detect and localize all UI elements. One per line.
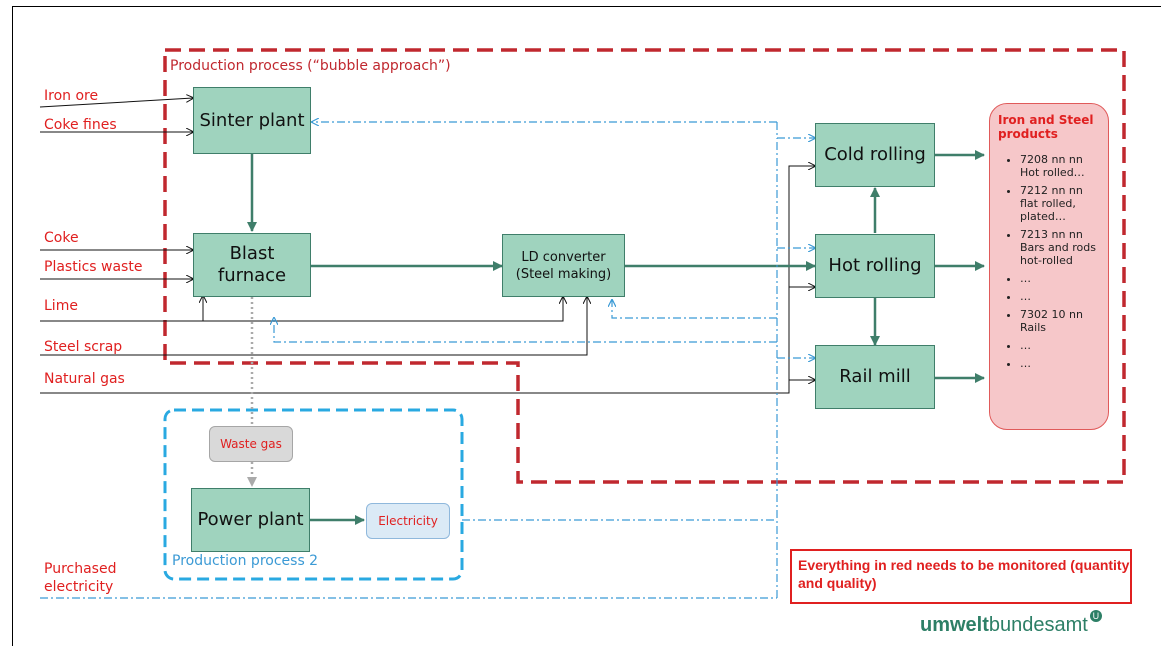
bubble-boundary: [163, 48, 1126, 484]
sinter-plant-box: Sinter plant: [193, 87, 311, 154]
hot-rolling-box: Hot rolling: [815, 234, 935, 298]
input-purchased-electricity: Purchased electricity: [44, 561, 117, 595]
waste-gas-node: Waste gas: [209, 426, 293, 462]
production-process-2-title: Production process 2: [172, 553, 319, 569]
process-2-boundary: [163, 408, 464, 581]
product-item: …: [1020, 290, 1100, 303]
product-item: 7212 nn nn flat rolled, plated…: [1020, 184, 1100, 223]
monitoring-notice: Everything in red needs to be monitored …: [790, 549, 1132, 604]
ld-converter-box: LD converter (Steel making): [502, 234, 625, 297]
cold-rolling-box: Cold rolling: [815, 123, 935, 187]
input-iron-ore: Iron ore: [44, 88, 99, 104]
blast-furnace-box: Blast furnace: [193, 233, 311, 297]
production-process-title: Production process (“bubble approach”): [170, 58, 451, 74]
input-lime: Lime: [44, 298, 78, 314]
power-plant-box: Power plant: [191, 488, 310, 552]
product-item: …: [1020, 272, 1100, 285]
products-panel: Iron and Steel products 7208 nn nn Hot r…: [989, 103, 1109, 430]
umweltbundesamt-logo: umweltbundesamt U: [920, 610, 1102, 637]
product-item: 7302 10 nn Rails: [1020, 308, 1100, 334]
logo-regular: bundesamt: [988, 614, 1088, 636]
logo-mark-icon: U: [1089, 610, 1102, 622]
product-item: 7208 nn nn Hot rolled…: [1020, 153, 1100, 179]
input-plastics-waste: Plastics waste: [44, 259, 143, 275]
product-item: 7213 nn nn Bars and rods hot-rolled: [1020, 228, 1100, 267]
product-item: …: [1020, 339, 1100, 352]
input-natural-gas: Natural gas: [44, 371, 125, 387]
input-steel-scrap: Steel scrap: [44, 339, 123, 355]
products-list: 7208 nn nn Hot rolled… 7212 nn nn flat r…: [998, 153, 1100, 370]
slide-frame: [12, 6, 1161, 646]
input-coke: Coke: [44, 230, 79, 246]
input-coke-fines: Coke fines: [44, 117, 117, 133]
logo-bold: umwelt: [920, 614, 989, 636]
electricity-node: Electricity: [366, 503, 450, 539]
rail-mill-box: Rail mill: [815, 345, 935, 409]
product-item: …: [1020, 357, 1100, 370]
products-title: Iron and Steel products: [998, 113, 1094, 141]
